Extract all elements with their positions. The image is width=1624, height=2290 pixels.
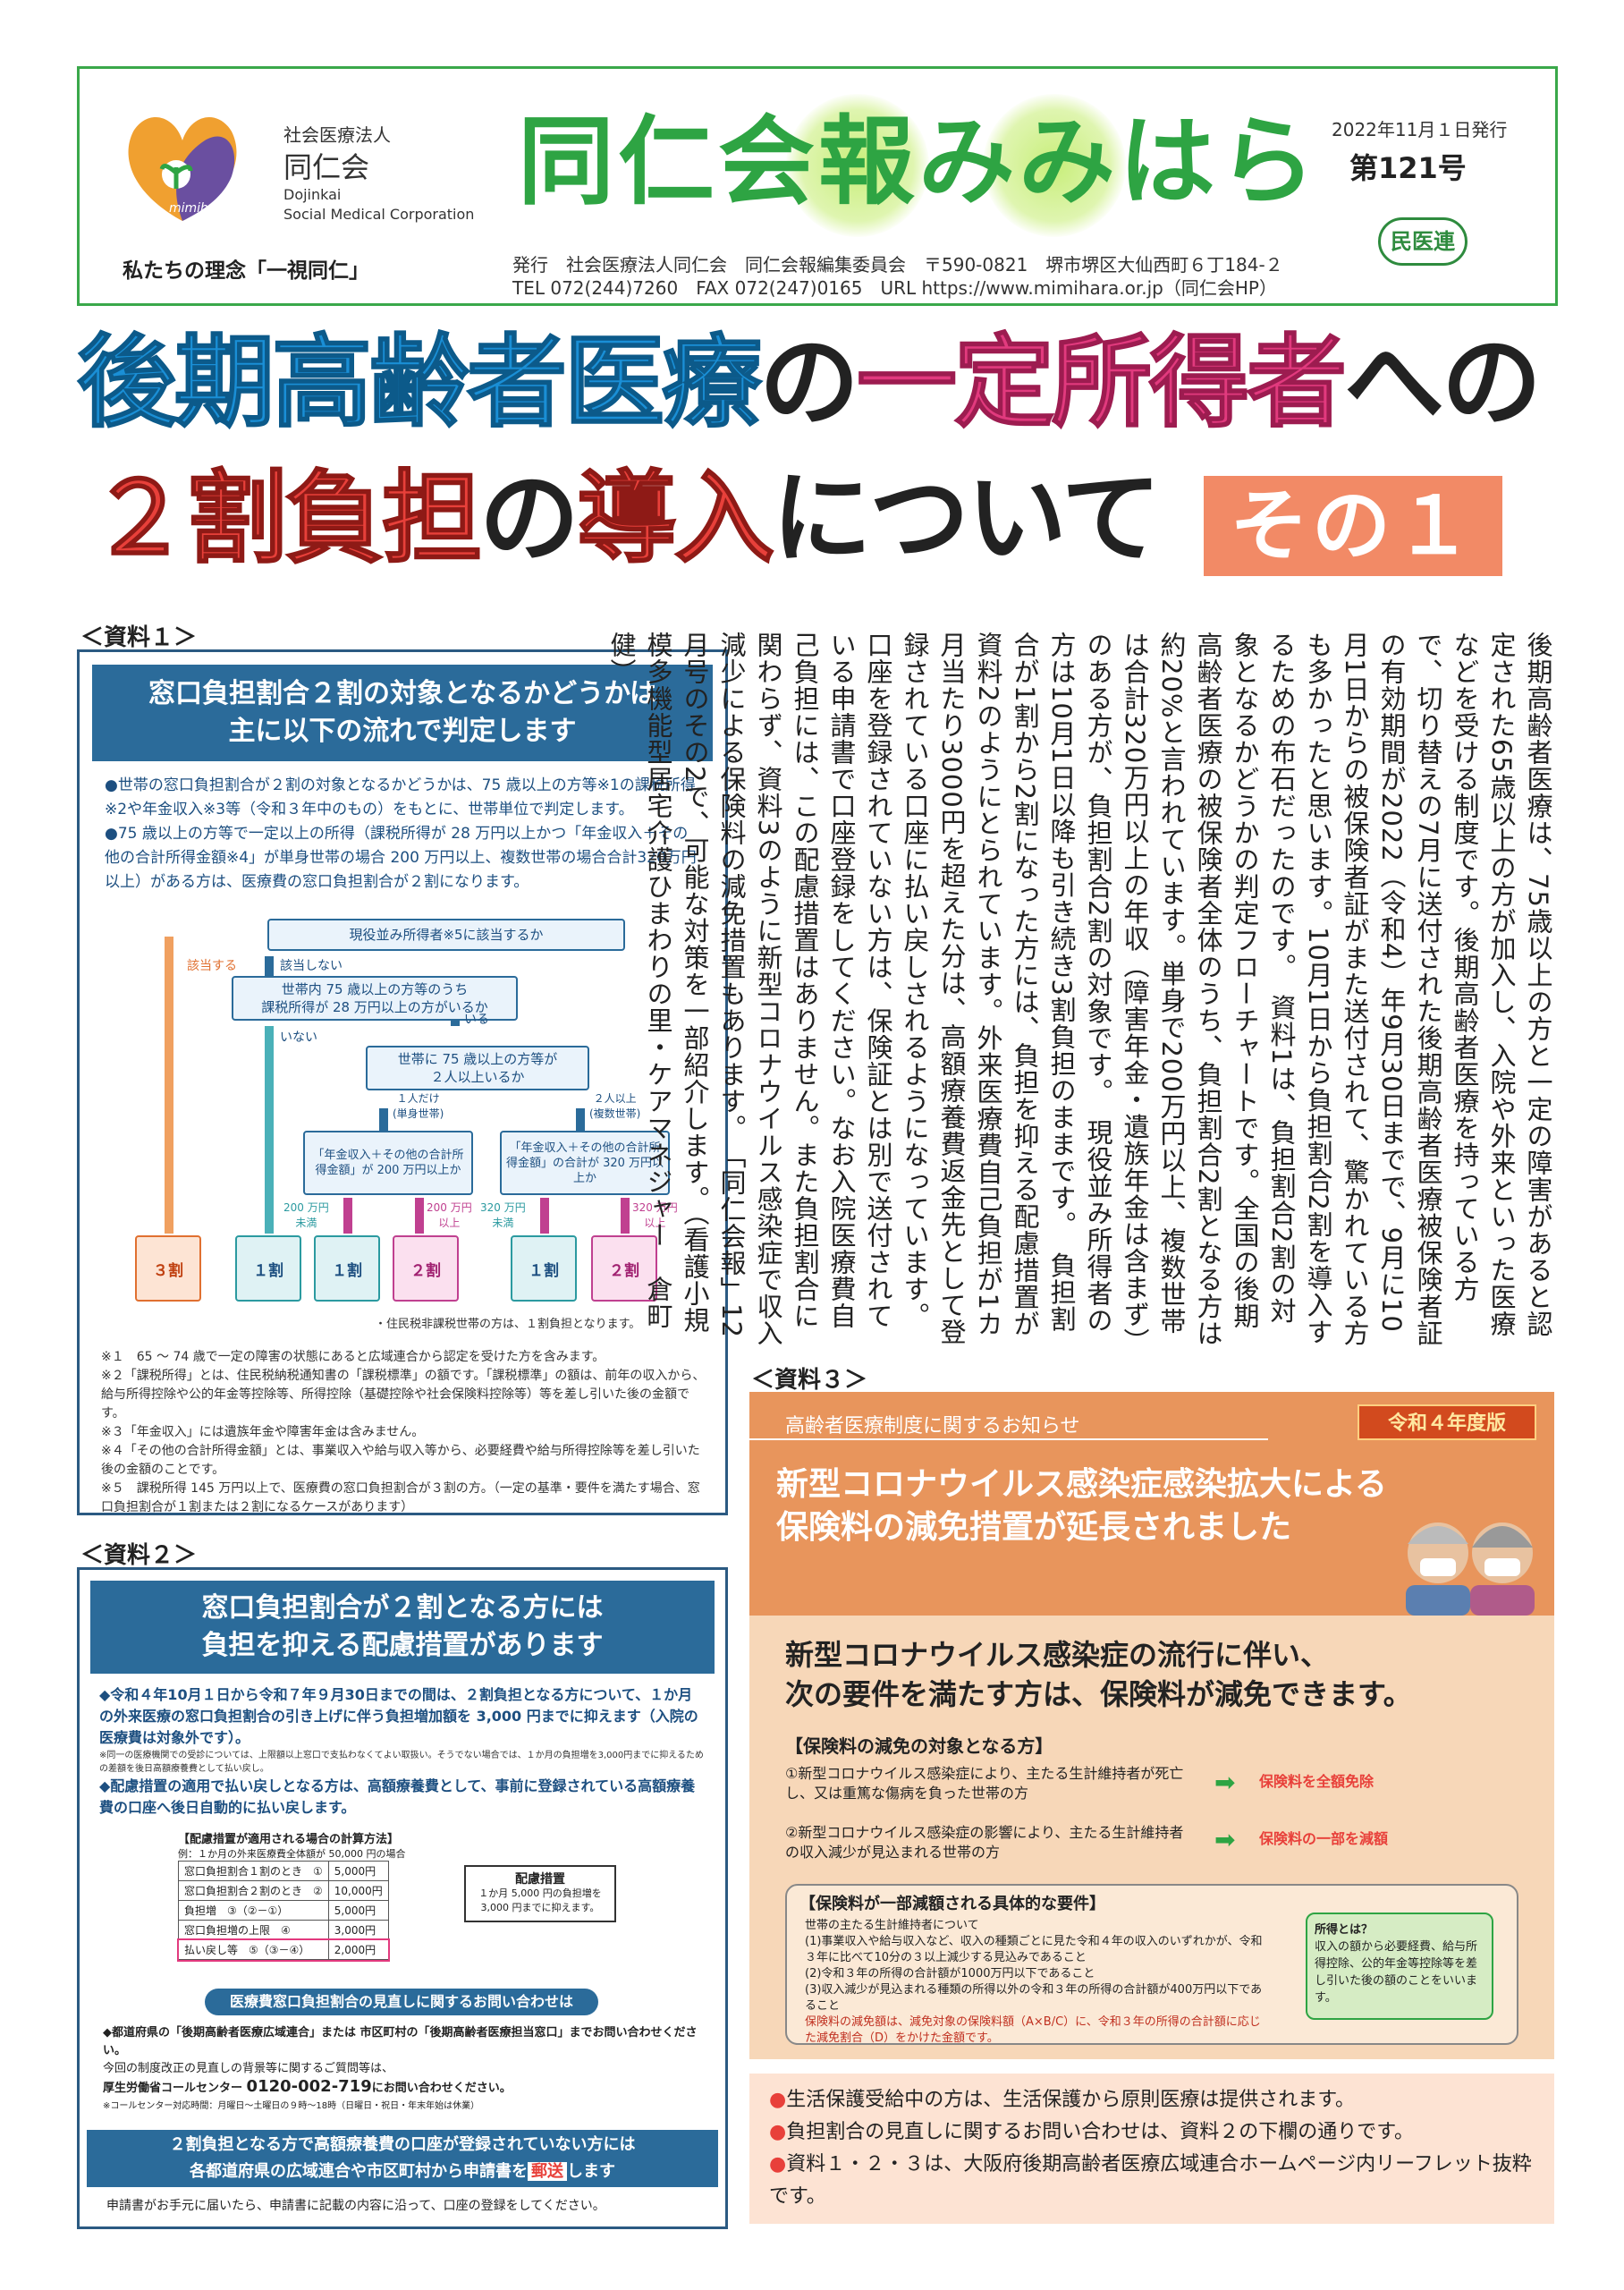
result-1wari: １割 bbox=[314, 1235, 380, 1302]
flow-q4a: 「年金収入＋その他の合計所得金額」が 200 万円以上か bbox=[303, 1131, 473, 1195]
measure-callout: 配慮措置 １か月 5,000 円の負担増を 3,000 円までに抑えます。 bbox=[464, 1865, 616, 1922]
r3-inner: 新型コロナウイルス感染症の流行に伴い、 次の要件を満たす方は、保険料が減免できま… bbox=[749, 1616, 1554, 2059]
issue-number: 第121号 bbox=[1349, 151, 1467, 185]
table-row: 負担増 ③（②－①）5,000円 bbox=[178, 1900, 389, 1921]
r3-heading: 新型コロナウイルス感染症感染拡大による 保険料の減免措置が延長されました bbox=[776, 1466, 1387, 1546]
r1-exempt: ・住民税非課税世帯の方は、１割負担となります。 bbox=[375, 1318, 641, 1331]
motto: 私たちの理念「一視同仁」 bbox=[123, 259, 369, 283]
calc-table-block: 【配慮措置が適用される場合の計算方法】 例：１か月の外来医療費全体額が 50,0… bbox=[176, 1829, 437, 1962]
r3-target-title: 【保険料の減免の対象となる方】 bbox=[785, 1735, 1053, 1757]
resource2-box: 窓口負担割合が２割となる方には 負担を抑える配慮措置があります ◆令和４年10月… bbox=[77, 1567, 728, 2229]
call-center-tel: 0120-002-719 bbox=[246, 2077, 372, 2096]
result-3wari: ３割 bbox=[135, 1235, 201, 1302]
income-definition-box: 所得とは？ 収入の額から必要経費、給与所得控除、公的年金等控除等を差し引いた後の… bbox=[1306, 1913, 1493, 2020]
inquiry-body: ◆都道府県の「後期高齢者医療広域連合」または 市区町村の「後期高齢者医療担当窓口… bbox=[103, 2026, 698, 2111]
inquiry-title: 医療費窓口負担割合の見直しに関するお問い合わせは bbox=[205, 1989, 598, 2015]
flow-u200: 200 万円 未満 bbox=[283, 1201, 329, 1229]
publisher-info: 発行 社会医療法人同仁会 同仁会報編集委員会 〒590-0821 堺市堺区大仙西… bbox=[512, 254, 1283, 299]
r1-notes: ※１ 65 ～ 74 歳で一定の障害の状態にあると広域連合から認定を受けた方を含… bbox=[101, 1350, 706, 1514]
result-1wari: １割 bbox=[235, 1235, 301, 1302]
flow-o200: 200 万円 以上 bbox=[427, 1201, 472, 1229]
resource3-box: 高齢者医療制度に関するお知らせ 令和４年度版 新型コロナウイルス感染症感染拡大に… bbox=[749, 1392, 1554, 2059]
org-type: 社会医療法人 bbox=[283, 124, 391, 146]
flow-q2: 世帯内 75 歳以上の方等のうち課税所得が 28 万円以上の方がいるか bbox=[232, 976, 518, 1021]
r2-last-note: 申請書がお手元に届いたら、申請書に記載の内容に沿って、口座の登録をしてください。 bbox=[106, 2199, 605, 2213]
flow-u320: 320 万円 未満 bbox=[480, 1201, 526, 1229]
r1-label: ＜資料１＞ bbox=[80, 624, 198, 651]
flow-single: １人だけ (単身世帯) bbox=[393, 1092, 444, 1120]
masthead: mimihara 社会医療法人 同仁会 Dojinkai Social Medi… bbox=[77, 66, 1558, 306]
result-2wari: ２割 bbox=[393, 1235, 459, 1302]
result-1wari: １割 bbox=[511, 1235, 577, 1302]
flow-multi: ２人以上 (複数世帯) bbox=[589, 1092, 641, 1120]
minren-badge: 民医連 bbox=[1378, 217, 1468, 266]
part-badge: その１ bbox=[1204, 476, 1502, 576]
flow-no1: 該当しない bbox=[280, 959, 343, 973]
resource1-box: 窓口負担割合２割の対象となるかどうかは 主に以下の流れで判定します ●世帯の窓口… bbox=[77, 649, 728, 1515]
r3-target2-result: 保険料の一部を減額 bbox=[1259, 1830, 1389, 1847]
r2-body: ◆令和４年10月１日から令和７年９月30日までの間は、２割負担となる方について、… bbox=[99, 1686, 704, 1816]
dojinkai-logo-icon: mimihara bbox=[128, 116, 237, 221]
org-name-block: 社会医療法人 同仁会 Dojinkai Social Medical Corpo… bbox=[283, 121, 474, 225]
elderly-couple-icon bbox=[1406, 1522, 1535, 1616]
title-glow bbox=[786, 94, 929, 237]
flow-some: いる bbox=[464, 1013, 489, 1027]
r1-heading: 窓口負担割合２割の対象となるかどうかは 主に以下の流れで判定します bbox=[92, 665, 713, 761]
issue-date: 2022年11月１日発行 bbox=[1332, 119, 1508, 140]
flow-q4b: 「年金収入＋その他の合計所得金額」の合計が 320 万円以上か bbox=[500, 1131, 670, 1195]
arrow-icon: ➡ bbox=[1214, 1825, 1236, 1854]
r1-flowchart: 現役並み所得者※5に該当するか 該当する 該当しない 世帯内 75 歳以上の方等… bbox=[80, 912, 725, 1305]
r3-top: 高齢者医療制度に関するお知らせ bbox=[749, 1410, 1268, 1440]
flow-q1: 現役並み所得者※5に該当するか bbox=[267, 919, 625, 951]
r1-body: ●世帯の窓口負担割合が２割の対象となるかどうかは、75 歳以上の方等※1の課税所… bbox=[105, 776, 697, 891]
flow-none: いない bbox=[280, 1030, 317, 1045]
svg-text:mimihara: mimihara bbox=[169, 201, 229, 216]
flow-yes1: 該当する bbox=[187, 959, 237, 973]
result-2wari: ２割 bbox=[591, 1235, 657, 1302]
r3-year-badge: 令和４年度版 bbox=[1358, 1404, 1536, 1440]
r2-footer-banner: ２割負担となる方で高額療養費の口座が登録されていない方には 各都道府県の広域連合… bbox=[87, 2130, 718, 2187]
title-glow bbox=[983, 94, 1126, 237]
r2-label: ＜資料２＞ bbox=[80, 1542, 198, 1569]
table-row: 払い戻し等 ⑤（③－④）2,000円 bbox=[176, 1938, 391, 1962]
headline-line1: 後期高齢者医療の一定所得者への bbox=[76, 325, 1542, 441]
org-en2: Social Medical Corporation bbox=[283, 206, 475, 223]
flow-arrows bbox=[165, 937, 630, 1234]
r2-heading: 窓口負担割合が２割となる方には 負担を抑える配慮措置があります bbox=[90, 1581, 715, 1674]
arrow-icon: ➡ bbox=[1214, 1768, 1236, 1797]
note-item: ●生活保護受給中の方は、生活保護から原則医療は提供されます。 bbox=[769, 2089, 1356, 2111]
flow-o320: 320 万円 以上 bbox=[632, 1201, 678, 1229]
article-body: 後期高齢者医療は、75歳以上の方と一定の障害があると認定された65歳以上の方が加… bbox=[606, 632, 1553, 1356]
r3-label: ＜資料３＞ bbox=[751, 1367, 868, 1394]
r3-target2: ②新型コロナウイルス感染症の影響により、主たる生計維持者の収入減少が見込まれる世… bbox=[785, 1824, 1184, 1861]
r3-sub: 新型コロナウイルス感染症の流行に伴い、 次の要件を満たす方は、保険料が減免できま… bbox=[785, 1638, 1412, 1711]
org-name: 同仁会 bbox=[283, 150, 370, 184]
newsletter-title: 同仁会報みみはら bbox=[518, 106, 1320, 218]
r3-target1-result: 保険料を全額免除 bbox=[1259, 1773, 1374, 1790]
note-item: ●負担割合の見直しに関するお問い合わせは、資料２の下欄の通りです。 bbox=[769, 2121, 1415, 2143]
bottom-notes: ●生活保護受給中の方は、生活保護から原則医療は提供されます。 ●負担割合の見直し… bbox=[749, 2074, 1554, 2224]
headline-line2: ２割負担の導入について bbox=[89, 461, 1162, 577]
org-en1: Dojinkai bbox=[283, 186, 342, 203]
note-item: ●資料１・２・３は、大阪府後期高齢者医療広域連合ホームページ内リーフレット抜粋で… bbox=[769, 2153, 1532, 2208]
r3-requirements-box: 【保険料が一部減額される具体的な要件】 世帯の主たる生計維持者について (1)事… bbox=[785, 1884, 1518, 2045]
r3-target1: ①新型コロナウイルス感染症により、主たる生計維持者が死亡し、又は重篤な傷病を負っ… bbox=[785, 1765, 1184, 1802]
